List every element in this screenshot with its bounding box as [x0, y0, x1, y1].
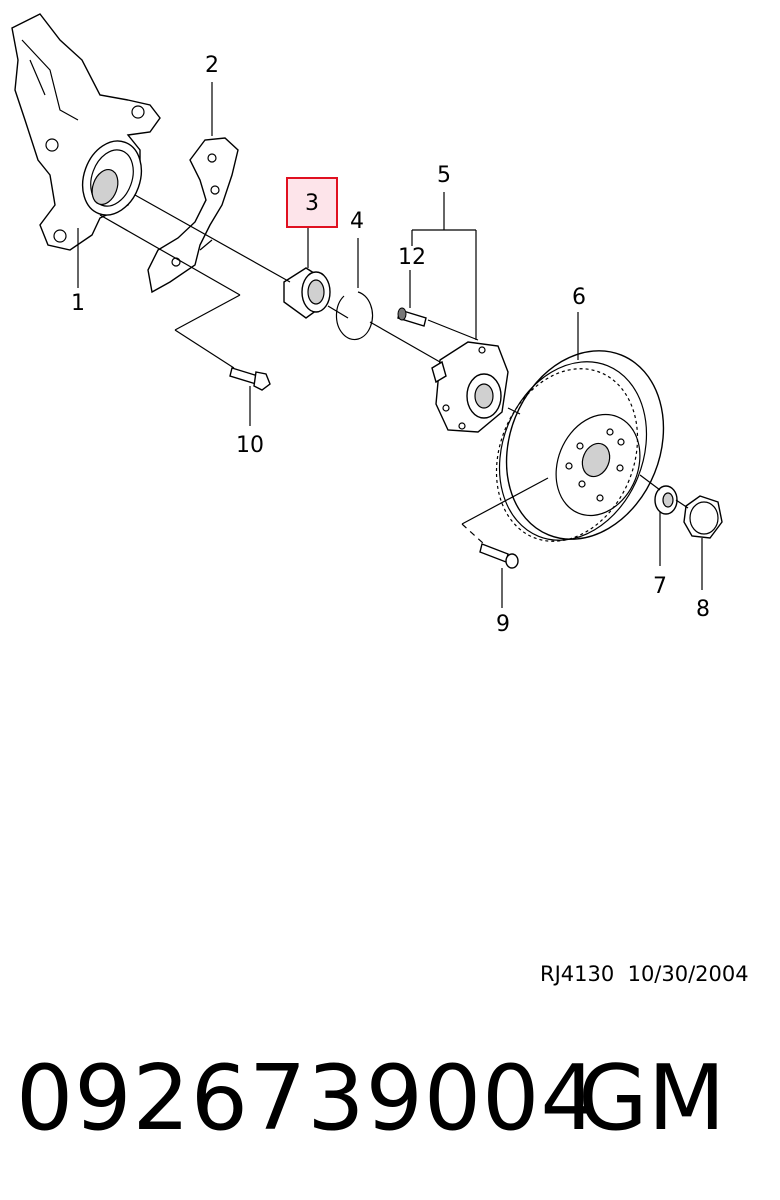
- callout-3: 3: [305, 191, 319, 216]
- wheel-bearing-part: [283, 267, 331, 319]
- callout-6: 6: [572, 285, 586, 310]
- dust-shield-part: [147, 137, 239, 294]
- highlight-box-part-3: [286, 177, 338, 228]
- callout-1: 1: [71, 291, 85, 316]
- callout-12: 12: [398, 245, 426, 270]
- hub-nut-part: [683, 495, 723, 539]
- snap-ring-part: [335, 291, 374, 341]
- part-number: 0926739004: [16, 1046, 599, 1151]
- wheel-hub-part: [431, 341, 509, 433]
- screw-part: [479, 543, 519, 569]
- leader-lines: [77, 82, 703, 608]
- drawing-reference: RJ4130 10/30/2004: [540, 962, 749, 986]
- callout-9: 9: [496, 612, 510, 637]
- washer-part: [654, 485, 678, 515]
- callout-5: 5: [437, 163, 451, 188]
- callout-4: 4: [350, 209, 364, 234]
- callout-10: 10: [236, 433, 264, 458]
- callout-2: 2: [205, 53, 219, 78]
- exploded-parts-diagram: 1 2 3 4 5 6 7 8 9 10 12: [11, 13, 723, 637]
- callout-7: 7: [653, 574, 667, 599]
- wheel-stud-part: [397, 307, 427, 327]
- callout-8: 8: [696, 597, 710, 622]
- bolt-part: [229, 367, 271, 391]
- steering-knuckle-part: [11, 13, 161, 251]
- brake-disc-part: [495, 350, 665, 542]
- brand-label: GM: [578, 1046, 726, 1151]
